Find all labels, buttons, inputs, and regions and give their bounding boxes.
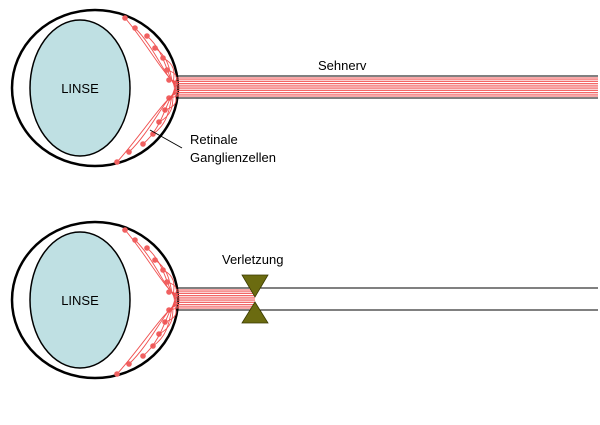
optic-nerve	[176, 287, 598, 311]
lens	[29, 19, 131, 157]
ganglion-cell	[152, 45, 158, 51]
injury-marker-bottom	[241, 301, 269, 324]
nerve-fiber	[158, 89, 177, 123]
nerve-fiber	[158, 301, 177, 335]
ganglion-cell	[166, 289, 172, 295]
ganglion-cell	[140, 141, 146, 147]
lens	[29, 231, 131, 369]
ganglion-cell	[126, 149, 132, 155]
retinal-ganglion-cells	[114, 15, 180, 165]
ganglion-cell	[122, 227, 128, 233]
retinal-ganglion-cells	[114, 227, 180, 377]
ganglion-cell	[140, 353, 146, 359]
eye-diagram-injured: LINSE Verletzung	[10, 220, 598, 380]
optic-nerve-label: Sehnerv	[318, 58, 367, 73]
ganglion-cell	[144, 245, 150, 251]
nerve-fiber	[146, 247, 177, 297]
ganglion-cell	[132, 237, 138, 243]
nerve-fiber	[142, 303, 177, 357]
nerve-fiber	[128, 92, 177, 153]
ganglion-cell	[164, 279, 170, 285]
ganglion-cell	[122, 15, 128, 21]
nerve-fiber	[152, 90, 177, 135]
eye-diagram-healthy: LINSE Sehnerv Retinale Ganglienzellen	[10, 8, 598, 168]
lens-label: LINSE	[61, 293, 99, 308]
injury-marker-top	[241, 274, 269, 298]
cells-label-leader	[149, 129, 183, 149]
nerve-fiber	[162, 57, 177, 87]
lens-label: LINSE	[61, 81, 99, 96]
nerve-fiber	[128, 304, 177, 365]
ganglion-cells-label-line1: Retinale	[190, 132, 238, 147]
injury-label: Verletzung	[222, 252, 283, 267]
ganglion-cell	[132, 25, 138, 31]
ganglion-cell	[164, 67, 170, 73]
nerve-fiber	[142, 91, 177, 145]
ganglion-cell	[160, 55, 166, 61]
injury-marker	[241, 274, 269, 324]
nerve-fiber	[146, 35, 177, 85]
ganglion-cell	[114, 371, 120, 377]
ganglion-cell	[126, 361, 132, 367]
nerve-fiber	[116, 305, 177, 375]
ganglion-cell	[152, 257, 158, 263]
nerve-fiber	[116, 93, 177, 163]
ganglion-cells-label-line2: Ganglienzellen	[190, 150, 276, 165]
ganglion-cell	[114, 159, 120, 165]
nerve-fiber	[162, 269, 177, 299]
nerve-fiber	[152, 302, 177, 347]
ganglion-cell	[160, 267, 166, 273]
ganglion-cell	[144, 33, 150, 39]
optic-nerve	[176, 75, 598, 99]
ganglion-cell	[166, 77, 172, 83]
